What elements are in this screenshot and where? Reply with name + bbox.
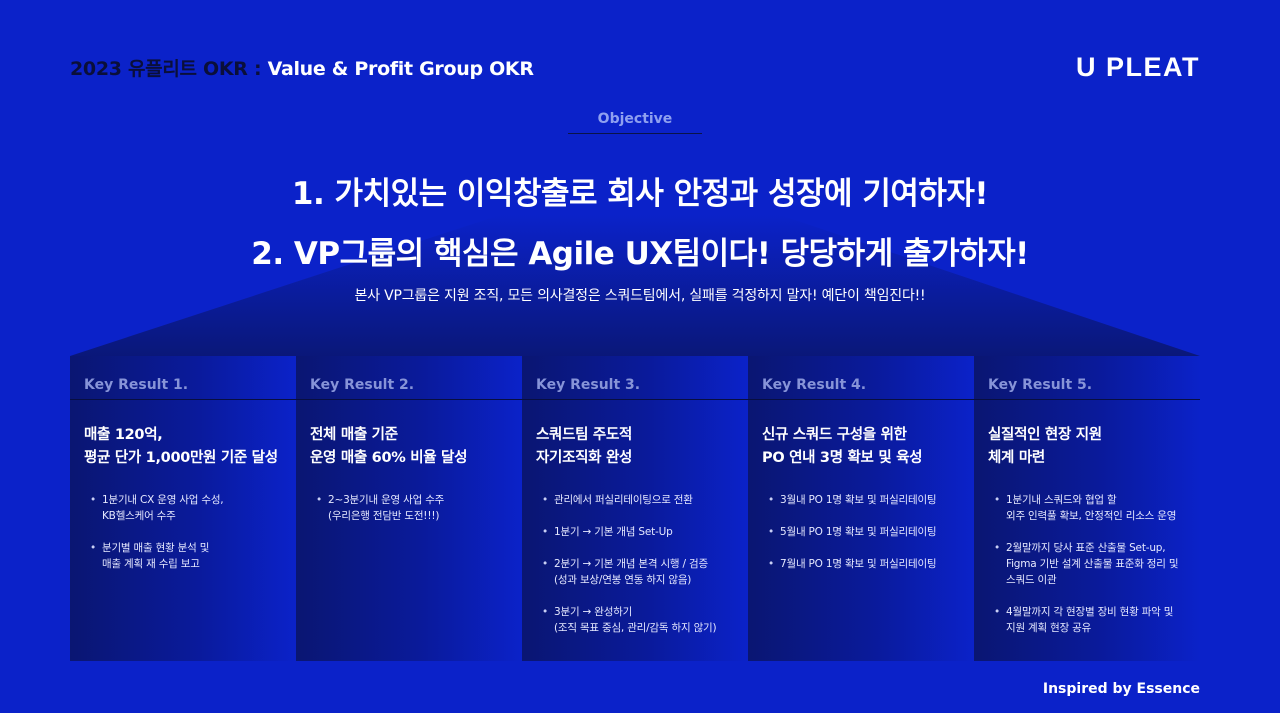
list-item-line: 스쿼드 이관: [1006, 574, 1057, 586]
objective-label: Objective: [568, 111, 702, 134]
brand-logo: U PLEAT: [1076, 52, 1200, 82]
list-item-line: (조직 목표 중심, 관리/감독 하지 않기): [554, 622, 717, 634]
page-title-prefix: 2023 유플리트 OKR :: [70, 58, 268, 80]
list-item-line: 3월내 PO 1명 확보 및 퍼실리테이팅: [780, 494, 937, 506]
key-result-bullets: 3월내 PO 1명 확보 및 퍼실리테이팅 5월내 PO 1명 확보 및 퍼실리테…: [748, 492, 974, 572]
list-item: 분기별 매출 현황 분석 및매출 계획 재 수립 보고: [90, 540, 296, 572]
list-item: 4월말까지 각 현장별 장비 현황 파악 및지원 계획 현장 공유: [994, 604, 1200, 636]
key-result-label: Key Result 1.: [70, 356, 296, 400]
list-item-line: 매출 계획 재 수립 보고: [102, 558, 200, 570]
list-item-line: Figma 기반 설계 산출물 표준화 정리 및: [1006, 558, 1179, 570]
list-item: 1분기 → 기본 개념 Set-Up: [542, 524, 748, 540]
list-item-line: 2월말까지 당사 표준 산출물 Set-up,: [1006, 542, 1166, 554]
list-item: 1분기내 스쿼드와 협업 할외주 인력풀 확보, 안정적인 리소스 운영: [994, 492, 1200, 524]
list-item-line: 4월말까지 각 현장별 장비 현황 파악 및: [1006, 606, 1174, 618]
list-item: 3분기 → 완성하기 (조직 목표 중심, 관리/감독 하지 않기): [542, 604, 748, 636]
list-item-line: 7월내 PO 1명 확보 및 퍼실리테이팅: [780, 558, 937, 570]
list-item: 2~3분기내 운영 사업 수주 (우리은행 전담반 도전!!!): [316, 492, 522, 524]
list-item: 3월내 PO 1명 확보 및 퍼실리테이팅: [768, 492, 974, 508]
key-results-row: Key Result 1. 매출 120억, 평균 단가 1,000만원 기준 달성…: [70, 356, 1200, 661]
key-result-title: 신규 스쿼드 구성을 위한 PO 연내 3명 확보 및 육성: [748, 400, 974, 470]
list-item-line: KB헬스케어 수주: [102, 510, 176, 522]
list-item-line: (우리은행 전담반 도전!!!): [328, 510, 440, 522]
list-item-line: 2분기 → 기본 개념 본격 시행 / 검증: [554, 558, 708, 570]
key-result-label: Key Result 4.: [748, 356, 974, 400]
list-item-line: 관리에서 퍼실리테이팅으로 전환: [554, 494, 693, 506]
list-item-line: (성과 보상/연봉 연동 하지 않음): [554, 574, 692, 586]
page-title: 2023 유플리트 OKR : Value & Profit Group OKR: [70, 54, 534, 81]
footer-tagline: Inspired by Essence: [1042, 681, 1200, 697]
list-item-line: 3분기 → 완성하기: [554, 606, 633, 618]
list-item-line: 외주 인력풀 확보, 안정적인 리소스 운영: [1006, 510, 1177, 522]
list-item-line: 분기별 매출 현황 분석 및: [102, 542, 210, 554]
key-result-card: Key Result 1. 매출 120억, 평균 단가 1,000만원 기준 달성…: [70, 356, 296, 661]
key-result-title-line: 스쿼드팀 주도적: [536, 427, 633, 443]
key-result-label: Key Result 3.: [522, 356, 748, 400]
list-item: 2월말까지 당사 표준 산출물 Set-up, Figma 기반 설계 산출물 표…: [994, 540, 1200, 588]
page-title-main: Value & Profit Group OKR: [267, 58, 534, 80]
list-item-line: 1분기내 CX 운영 사업 수성,: [102, 494, 224, 506]
list-item-line: 지원 계획 현장 공유: [1006, 622, 1092, 634]
key-result-bullets: 관리에서 퍼실리테이팅으로 전환 1분기 → 기본 개념 Set-Up 2분기 → …: [522, 492, 748, 636]
list-item: 5월내 PO 1명 확보 및 퍼실리테이팅: [768, 524, 974, 540]
key-result-title-line: 운영 매출 60% 비율 달성: [310, 450, 468, 466]
key-result-label: Key Result 2.: [296, 356, 522, 400]
key-result-title-line: PO 연내 3명 확보 및 육성: [762, 450, 923, 466]
list-item-line: 1분기내 스쿼드와 협업 할: [1006, 494, 1117, 506]
key-result-title-line: 체계 마련: [988, 450, 1045, 466]
key-result-title-line: 자기조직화 완성: [536, 450, 633, 466]
key-result-bullets: 1분기내 스쿼드와 협업 할외주 인력풀 확보, 안정적인 리소스 운영 2월말까…: [974, 492, 1200, 636]
list-item: 7월내 PO 1명 확보 및 퍼실리테이팅: [768, 556, 974, 572]
list-item-line: 5월내 PO 1명 확보 및 퍼실리테이팅: [780, 526, 937, 538]
list-item-line: 1분기 → 기본 개념 Set-Up: [554, 526, 673, 538]
key-result-title-line: 평균 단가 1,000만원 기준 달성: [84, 450, 278, 466]
list-item: 관리에서 퍼실리테이팅으로 전환: [542, 492, 748, 508]
key-result-title: 매출 120억, 평균 단가 1,000만원 기준 달성: [70, 400, 296, 470]
key-result-title-line: 전체 매출 기준: [310, 427, 398, 443]
list-item: 1분기내 CX 운영 사업 수성, KB헬스케어 수주: [90, 492, 296, 524]
list-item: 2분기 → 기본 개념 본격 시행 / 검증 (성과 보상/연봉 연동 하지 않음…: [542, 556, 748, 588]
key-result-card: Key Result 4. 신규 스쿼드 구성을 위한 PO 연내 3명 확보 및 …: [748, 356, 974, 661]
key-result-label: Key Result 5.: [974, 356, 1200, 400]
key-result-title-line: 신규 스쿼드 구성을 위한: [762, 427, 907, 443]
objective-line-1: 1. 가치있는 이익창출로 회사 안정과 성장에 기여하자!: [291, 176, 989, 212]
key-result-title-line: 매출 120억,: [84, 427, 163, 443]
list-item-line: 2~3분기내 운영 사업 수주: [328, 494, 445, 506]
key-result-bullets: 2~3분기내 운영 사업 수주 (우리은행 전담반 도전!!!): [296, 492, 522, 524]
objective-line-2: 2. VP그룹의 핵심은 Agile UX팀이다! 당당하게 출가하자!: [251, 236, 1029, 272]
key-result-title-line: 실질적인 현장 지원: [988, 427, 1102, 443]
objective-subline: 본사 VP그룹은 지원 조직, 모든 의사결정은 스쿼드팀에서, 실패를 걱정하…: [354, 288, 926, 304]
key-result-bullets: 1분기내 CX 운영 사업 수성, KB헬스케어 수주분기별 매출 현황 분석 및…: [70, 492, 296, 572]
